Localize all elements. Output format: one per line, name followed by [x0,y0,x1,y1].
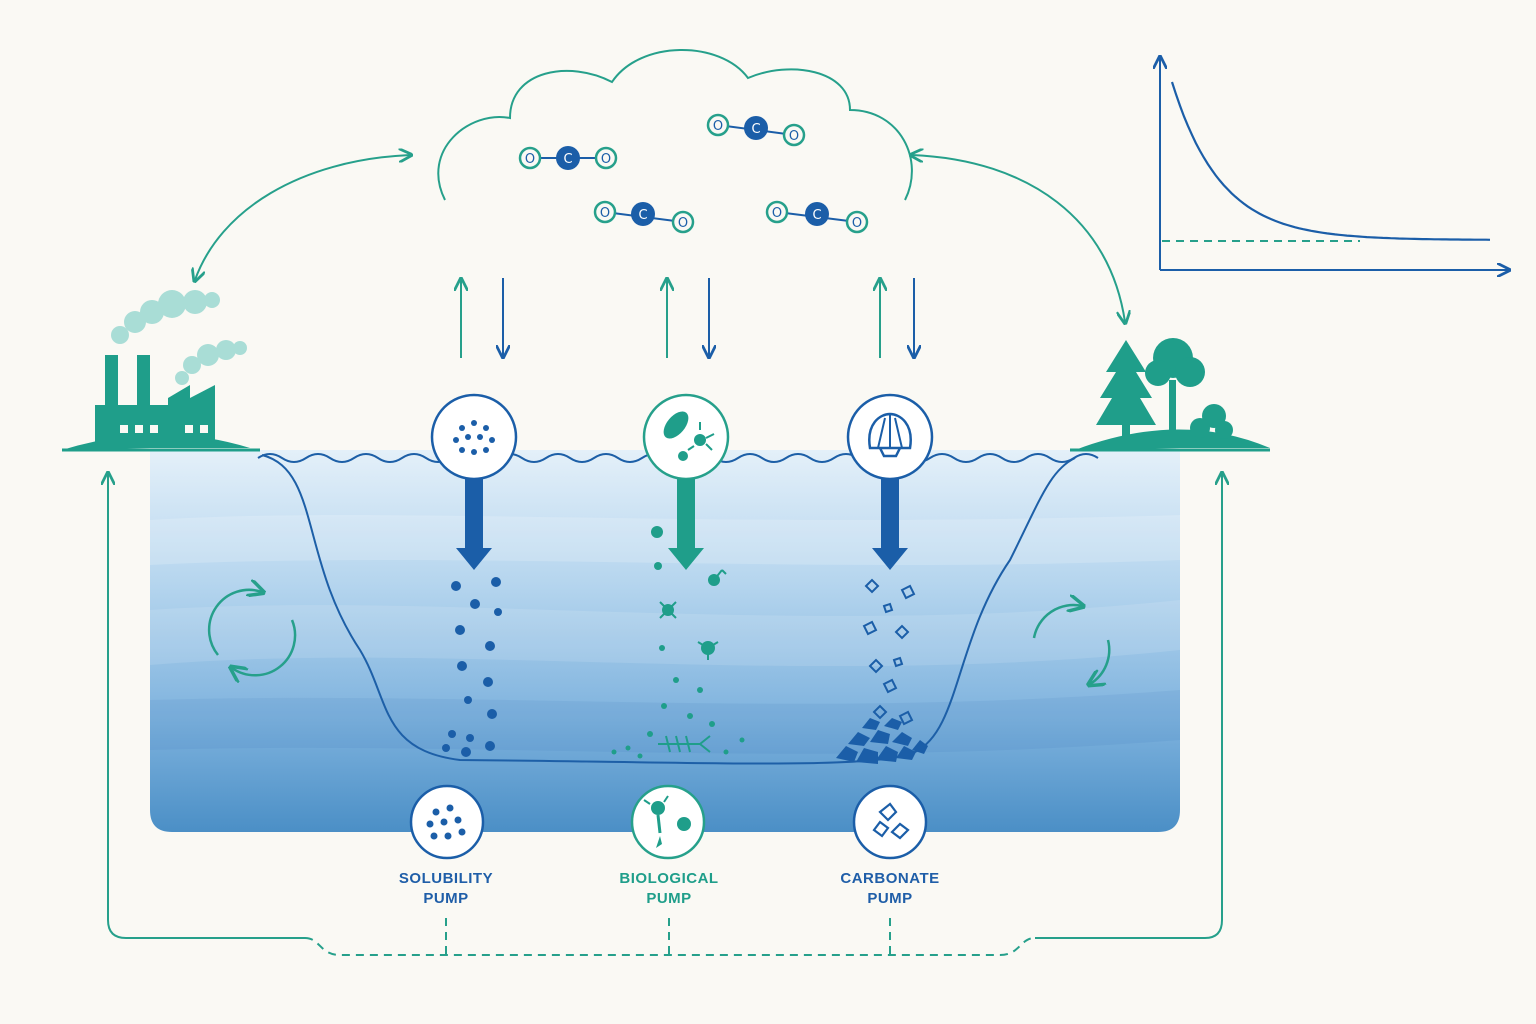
biological-pump-label-line2: PUMP [646,890,691,907]
carbonate-pump-label-line1: CARBONATE [840,870,939,887]
inset-decay-chart [1160,58,1508,270]
atmosphere-land-arrow-right [912,155,1125,322]
plankton-icon [642,393,730,481]
chart-decay-curve [1170,81,1491,241]
solubility-pump-badge [409,784,485,860]
biological-pump-label-line1: BIOLOGICAL [619,870,718,887]
carbonate-export-arrow [872,479,908,570]
carbonate-pump-badge [852,784,928,860]
co2-molecule: O C O [765,200,869,234]
solubility-pump-label-line1: SOLUBILITY [399,870,493,887]
atom-label: O [852,216,862,231]
shell-icon [846,393,934,481]
organic-matter-particles [611,526,745,759]
circulation-icon [207,590,297,675]
atom-label: O [772,206,782,221]
smoke-icon [111,290,247,385]
cloud-icon [437,49,913,201]
fish-skeleton-icon [658,735,711,753]
atom-label: O [600,206,610,221]
dissolved-carbon-particles [442,577,502,757]
air-sea-exchange-arrows [461,278,914,358]
atom-label: C [751,122,760,137]
carbonate-particles [862,578,916,726]
atom-label: O [713,119,723,134]
co2-molecule: O C O [593,200,695,234]
circulation-icon [1032,605,1111,684]
tree-icon [1096,338,1233,439]
atom-label: O [678,216,688,231]
carbonate-sediment-pile [836,718,928,764]
solubility-pump-label-line2: PUMP [423,890,468,907]
atom-label: C [563,152,572,167]
atom-label: C [638,208,647,223]
atmosphere-land-arrow-left [195,155,410,280]
co2-molecule: O C O [518,146,618,170]
atom-label: O [789,129,799,144]
solubility-export-arrow [456,479,492,570]
carbonate-pump-label-line2: PUMP [867,890,912,907]
atom-label: O [601,152,611,167]
return-loop [108,472,1222,957]
ocean [150,450,1180,832]
biological-pump-badge [630,784,706,860]
atom-label: C [812,208,821,223]
co2-molecule: O C O [706,113,806,147]
factory-icon [95,290,247,445]
biological-export-arrow [668,479,704,570]
dissolved-dots-icon [430,393,518,481]
atom-label: O [525,152,535,167]
